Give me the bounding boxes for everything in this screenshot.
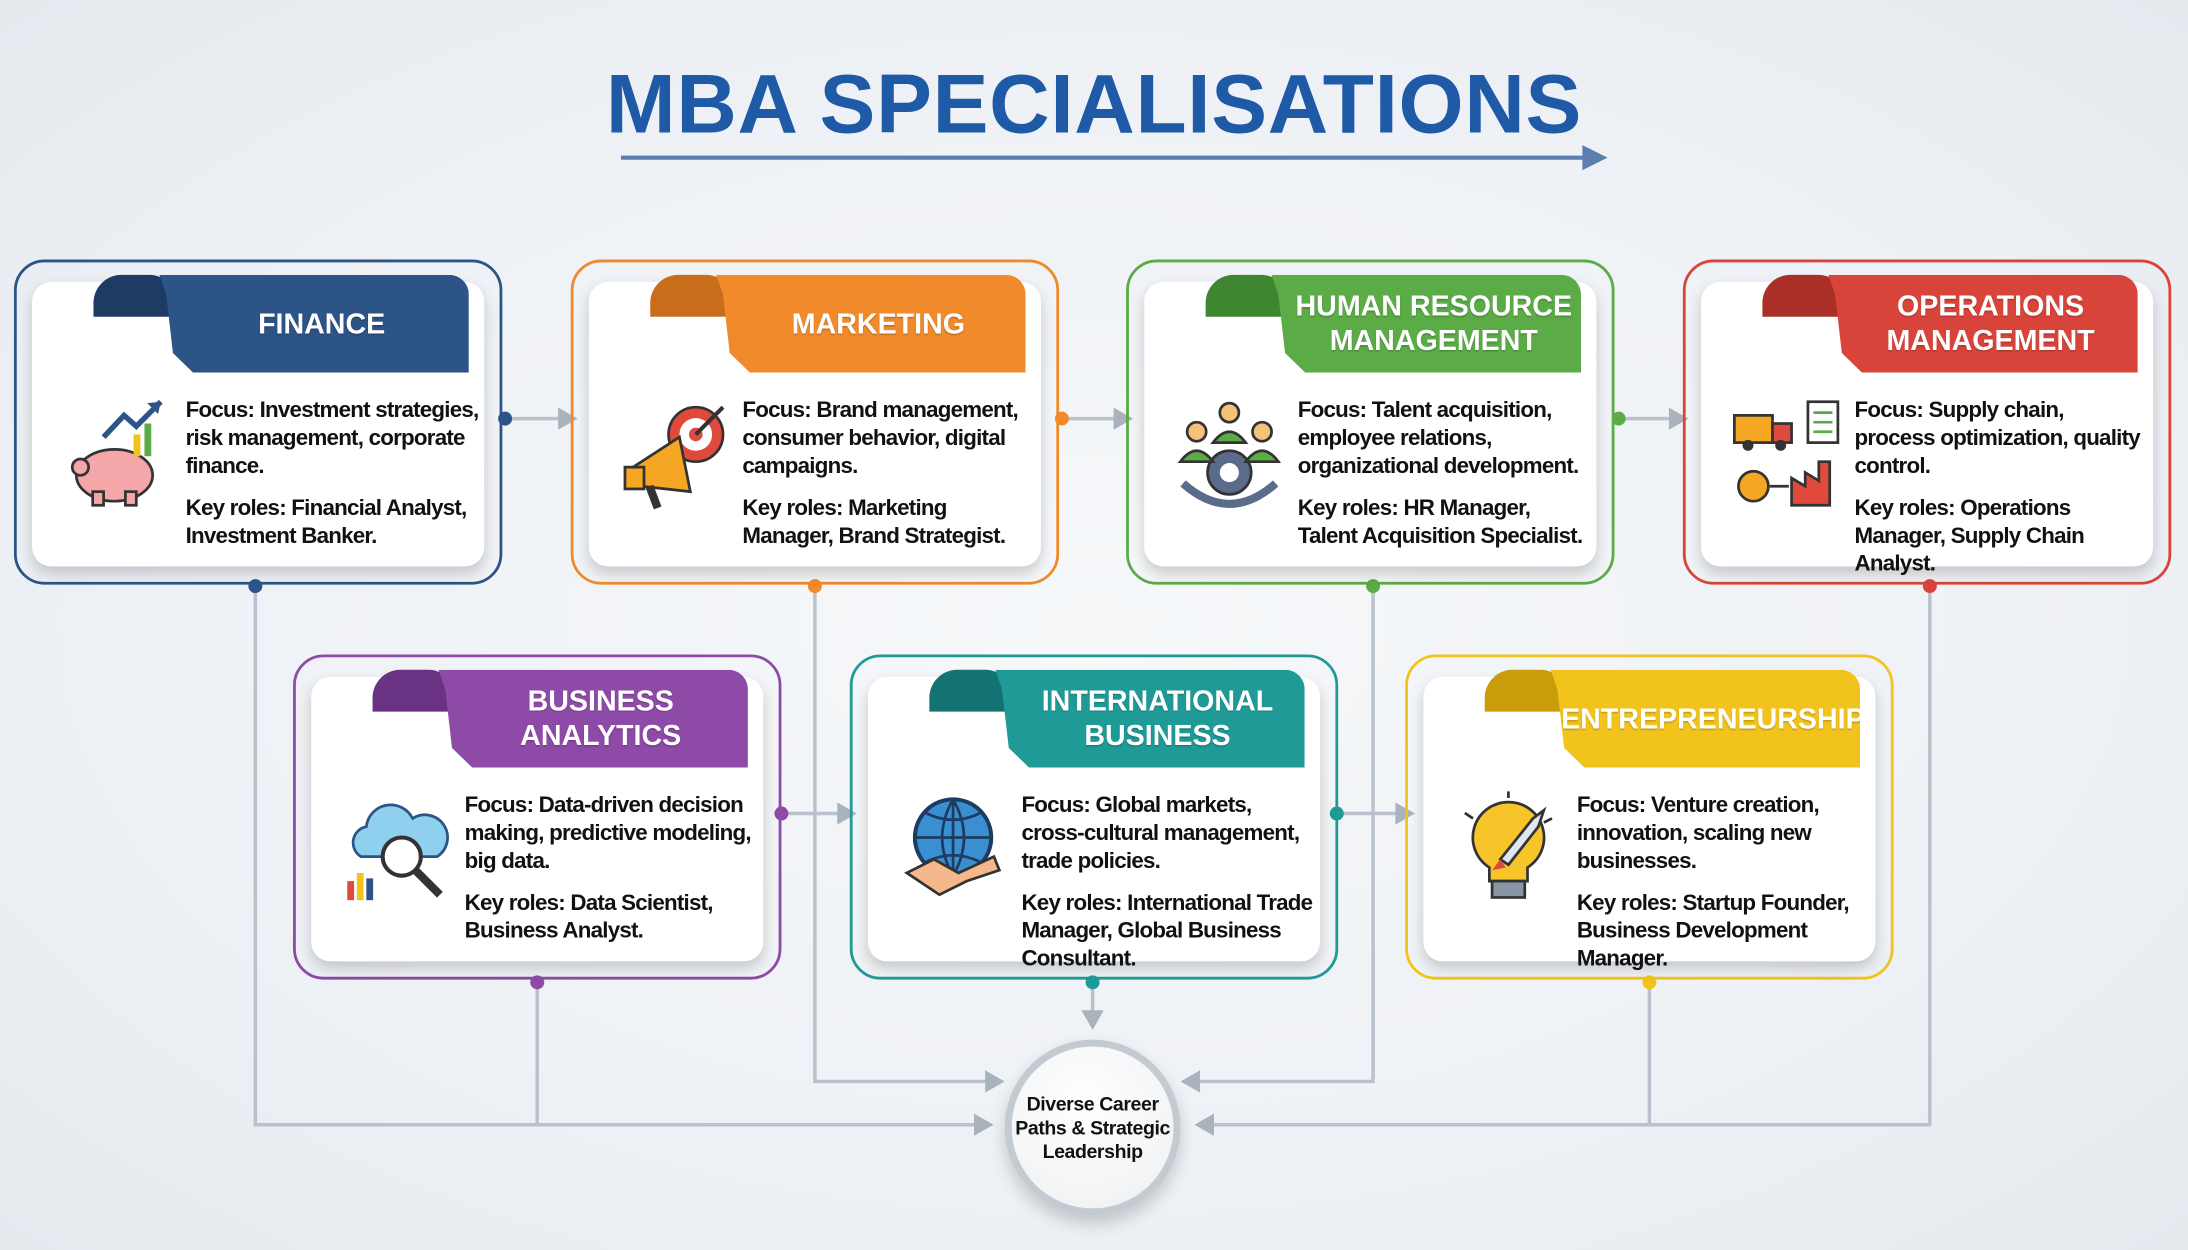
arrow-head [1395, 802, 1415, 825]
piggy-bank-chart-icon [70, 399, 163, 507]
arrow-head [1180, 1070, 1201, 1093]
card-roles: Key roles: Startup Founder, Business Dev… [1576, 891, 1850, 972]
card-header-tab: MARKETING [716, 274, 1026, 373]
arrow-head [973, 1113, 994, 1136]
card-title: MARKETING [791, 307, 966, 340]
card-operations: OPERATIONS MANAGEMENT Focus: Supply chain… [1682, 259, 2172, 585]
card-entrepreneurship: ENTREPRENEURSHIP Focus: Venture creation,… [1405, 654, 1894, 980]
card-title: FINANCE [258, 307, 386, 340]
card-body: BUSINESS ANALYTICS Focus: Data-driven dec… [311, 669, 764, 962]
connector-dot [1611, 411, 1626, 426]
arrow-head [1194, 1113, 1215, 1136]
card-description: Focus: Supply chain, process optimizatio… [1854, 398, 2147, 593]
connector-line [813, 586, 991, 1084]
arrow-head [837, 802, 857, 825]
card-focus: Focus: Investment strategies, risk manag… [185, 399, 480, 479]
people-gear-icon [1177, 401, 1282, 508]
card-header-tab: INTERNATIONAL BUSINESS [995, 669, 1305, 768]
card-description: Focus: Venture creation, innovation, sca… [1577, 793, 1870, 988]
card-focus: Focus: Data-driven decision making, pred… [464, 793, 752, 874]
card-header-tab: OPERATIONS MANAGEMENT [1828, 274, 2138, 373]
globe-handshake-icon [904, 797, 1002, 897]
hub-label: Diverse Career Paths & Strategic Leaders… [1015, 1091, 1170, 1162]
card-focus: Focus: Supply chain, process optimizatio… [1854, 399, 2140, 479]
card-title: BUSINESS ANALYTICS [520, 685, 682, 753]
connector-line [1194, 586, 1375, 1084]
card-body: INTERNATIONAL BUSINESS Focus: Global mark… [867, 669, 1321, 971]
card-title: OPERATIONS MANAGEMENT [1886, 290, 2095, 358]
card-roles: Key roles: Operations Manager, Supply Ch… [1854, 496, 2085, 577]
card-international: INTERNATIONAL BUSINESS Focus: Global mark… [849, 654, 1339, 980]
card-header-tab: ENTREPRENEURSHIP [1550, 669, 1861, 768]
card-focus: Focus: Venture creation, innovation, sca… [1576, 793, 1820, 874]
card-description: Focus: Investment strategies, risk manag… [185, 398, 480, 565]
supply-chain-icon [1732, 400, 1840, 507]
card-description: Focus: Brand management, consumer behavi… [742, 398, 1035, 565]
arrow-head [985, 1070, 1005, 1093]
card-body: ENTREPRENEURSHIP Focus: Venture creation,… [1423, 669, 1876, 971]
card-body: OPERATIONS MANAGEMENT Focus: Supply chain… [1701, 274, 2154, 576]
card-roles: Key roles: Marketing Manager, Brand Stra… [742, 496, 1006, 549]
connector-line [1208, 586, 1932, 1127]
lightbulb-rocket-icon [1464, 791, 1553, 899]
career-hub-circle: Diverse Career Paths & Strategic Leaders… [1004, 1039, 1181, 1216]
card-description: Focus: Talent acquisition, employee rela… [1298, 398, 1591, 565]
card-body: MARKETING Focus: Brand management, consum… [588, 274, 1041, 567]
card-hr: HUMAN RESOURCE MANAGEMENT Focus: Talent a… [1126, 259, 1615, 585]
card-body: HUMAN RESOURCE MANAGEMENT Focus: Talent a… [1144, 274, 1597, 567]
card-description: Focus: Global markets, cross-cultural ma… [1021, 793, 1314, 988]
connector-line [253, 586, 980, 1127]
card-focus: Focus: Talent acquisition, employee rela… [1297, 399, 1580, 479]
page-title: MBA SPECIALISATIONS [605, 57, 1583, 151]
card-header-tab: BUSINESS ANALYTICS [438, 669, 748, 768]
connector-dot [774, 806, 789, 821]
megaphone-target-icon [623, 405, 725, 510]
card-analytics: BUSINESS ANALYTICS Focus: Data-driven dec… [293, 654, 782, 980]
card-header-tab: FINANCE [159, 274, 469, 373]
card-roles: Key roles: Financial Analyst, Investment… [185, 496, 468, 549]
card-title: HUMAN RESOURCE MANAGEMENT [1295, 290, 1573, 358]
cloud-analytics-icon [347, 803, 449, 901]
arrow-head [1582, 145, 1608, 171]
card-header-tab: HUMAN RESOURCE MANAGEMENT [1271, 274, 1581, 373]
card-roles: Key roles: HR Manager, Talent Acquisitio… [1297, 496, 1583, 549]
card-description: Focus: Data-driven decision making, pred… [465, 793, 758, 960]
card-body: FINANCE Focus: Investment strategies, ris… [32, 274, 485, 567]
card-marketing: MARKETING Focus: Brand management, consum… [570, 259, 1060, 585]
arrow-head [1668, 407, 1689, 430]
arrow-head [558, 407, 578, 430]
card-focus: Focus: Global markets, cross-cultural ma… [1021, 793, 1300, 874]
card-focus: Focus: Brand management, consumer behavi… [742, 399, 1018, 479]
card-roles: Key roles: Data Scientist, Business Anal… [464, 891, 714, 944]
arrow-head [1113, 407, 1134, 430]
card-finance: FINANCE Focus: Investment strategies, ris… [13, 259, 503, 585]
card-title: ENTREPRENEURSHIP [1561, 702, 1865, 735]
arrow-head [1081, 1010, 1104, 1030]
card-title: INTERNATIONAL BUSINESS [1041, 685, 1274, 753]
card-roles: Key roles: International Trade Manager, … [1021, 891, 1313, 972]
